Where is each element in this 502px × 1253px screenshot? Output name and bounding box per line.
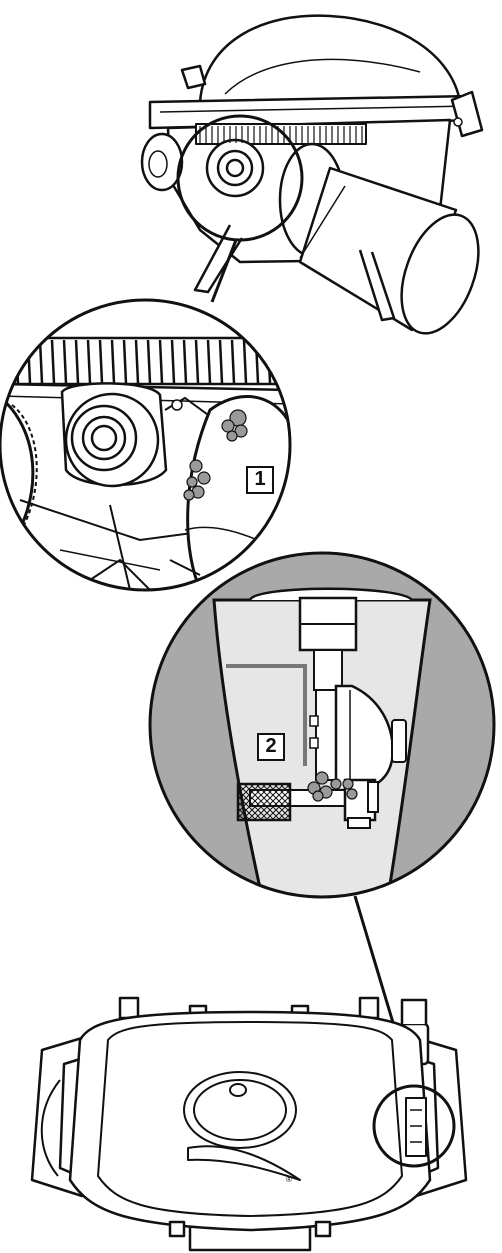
leak-bubbles-2 <box>307 771 358 802</box>
zoom-view-2 <box>150 553 494 897</box>
callout-step-1: 1 <box>246 466 274 494</box>
gas-pipe <box>226 664 307 766</box>
control-knob <box>140 132 184 192</box>
callout-step-2: 2 <box>257 733 285 761</box>
leader-line-1 <box>210 239 238 303</box>
regulator <box>60 382 168 488</box>
zoom-view-1 <box>0 300 290 590</box>
leak-bubbles-1 <box>183 409 248 501</box>
burner-ribs <box>199 126 363 143</box>
zoom-marker-2 <box>372 1084 456 1168</box>
registered-mark: ® <box>286 1175 292 1184</box>
lid-outer <box>68 1010 432 1232</box>
lid-inner <box>97 1021 403 1217</box>
grill-perspective <box>140 14 484 335</box>
zoom-marker-1 <box>176 114 304 242</box>
grill-top-view <box>30 996 468 1252</box>
brand-logo <box>183 1071 301 1181</box>
knurled-fitting <box>236 782 292 822</box>
